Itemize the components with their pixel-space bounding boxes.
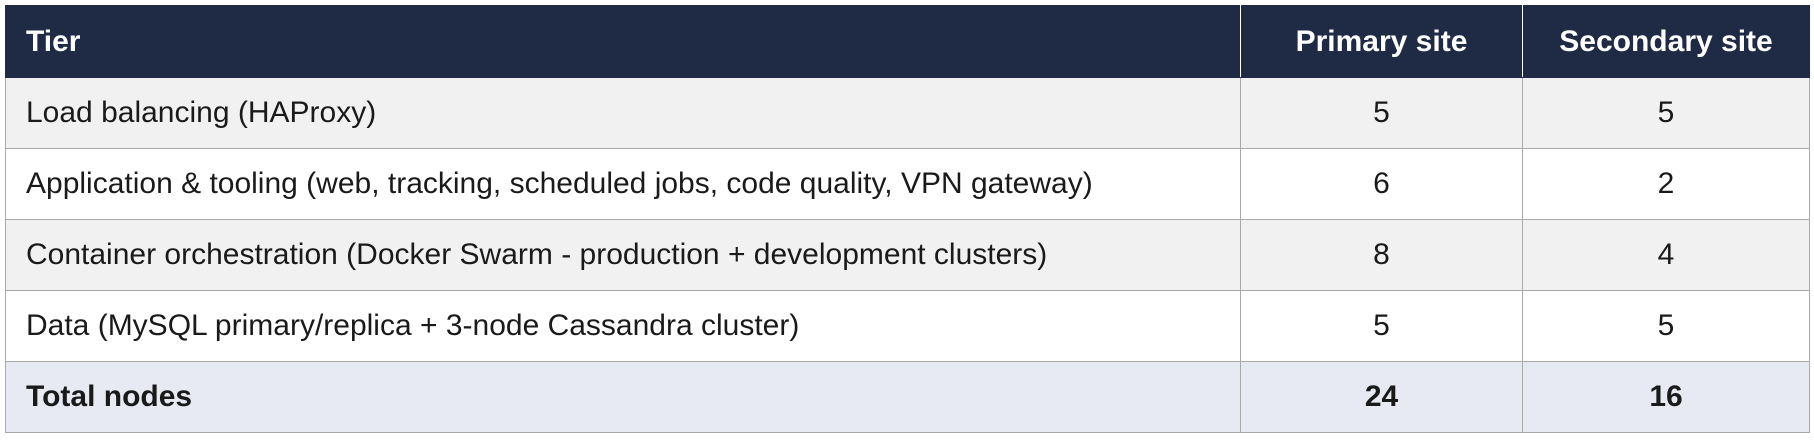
table-row: Load balancing (HAProxy) 5 5 <box>5 77 1810 149</box>
table-row: Application & tooling (web, tracking, sc… <box>5 148 1810 220</box>
primary-count-cell: 5 <box>1240 290 1523 362</box>
total-secondary: 16 <box>1522 361 1810 433</box>
primary-count-cell: 8 <box>1240 219 1523 291</box>
primary-count-cell: 6 <box>1240 148 1523 220</box>
table-row: Data (MySQL primary/replica + 3-node Cas… <box>5 290 1810 362</box>
total-row: Total nodes 24 16 <box>5 361 1810 433</box>
primary-count-cell: 5 <box>1240 77 1523 149</box>
table-footer: Total nodes 24 16 <box>5 361 1810 433</box>
secondary-count-cell: 2 <box>1522 148 1810 220</box>
secondary-count-cell: 4 <box>1522 219 1810 291</box>
header-row: Tier Primary site Secondary site <box>5 5 1810 78</box>
table-body: Load balancing (HAProxy) 5 5 Application… <box>5 77 1810 362</box>
table-row: Container orchestration (Docker Swarm - … <box>5 219 1810 291</box>
tier-cell: Application & tooling (web, tracking, sc… <box>5 148 1241 220</box>
table-header: Tier Primary site Secondary site <box>5 5 1810 78</box>
tier-cell: Container orchestration (Docker Swarm - … <box>5 219 1241 291</box>
tier-cell: Data (MySQL primary/replica + 3-node Cas… <box>5 290 1241 362</box>
header-secondary-site: Secondary site <box>1522 5 1810 78</box>
total-label: Total nodes <box>5 361 1241 433</box>
secondary-count-cell: 5 <box>1522 77 1810 149</box>
node-count-table: Tier Primary site Secondary site Load ba… <box>5 5 1810 433</box>
node-count-table-wrapper: Tier Primary site Secondary site Load ba… <box>5 5 1810 433</box>
header-primary-site: Primary site <box>1240 5 1523 78</box>
header-tier: Tier <box>5 5 1241 78</box>
secondary-count-cell: 5 <box>1522 290 1810 362</box>
total-primary: 24 <box>1240 361 1523 433</box>
tier-cell: Load balancing (HAProxy) <box>5 77 1241 149</box>
